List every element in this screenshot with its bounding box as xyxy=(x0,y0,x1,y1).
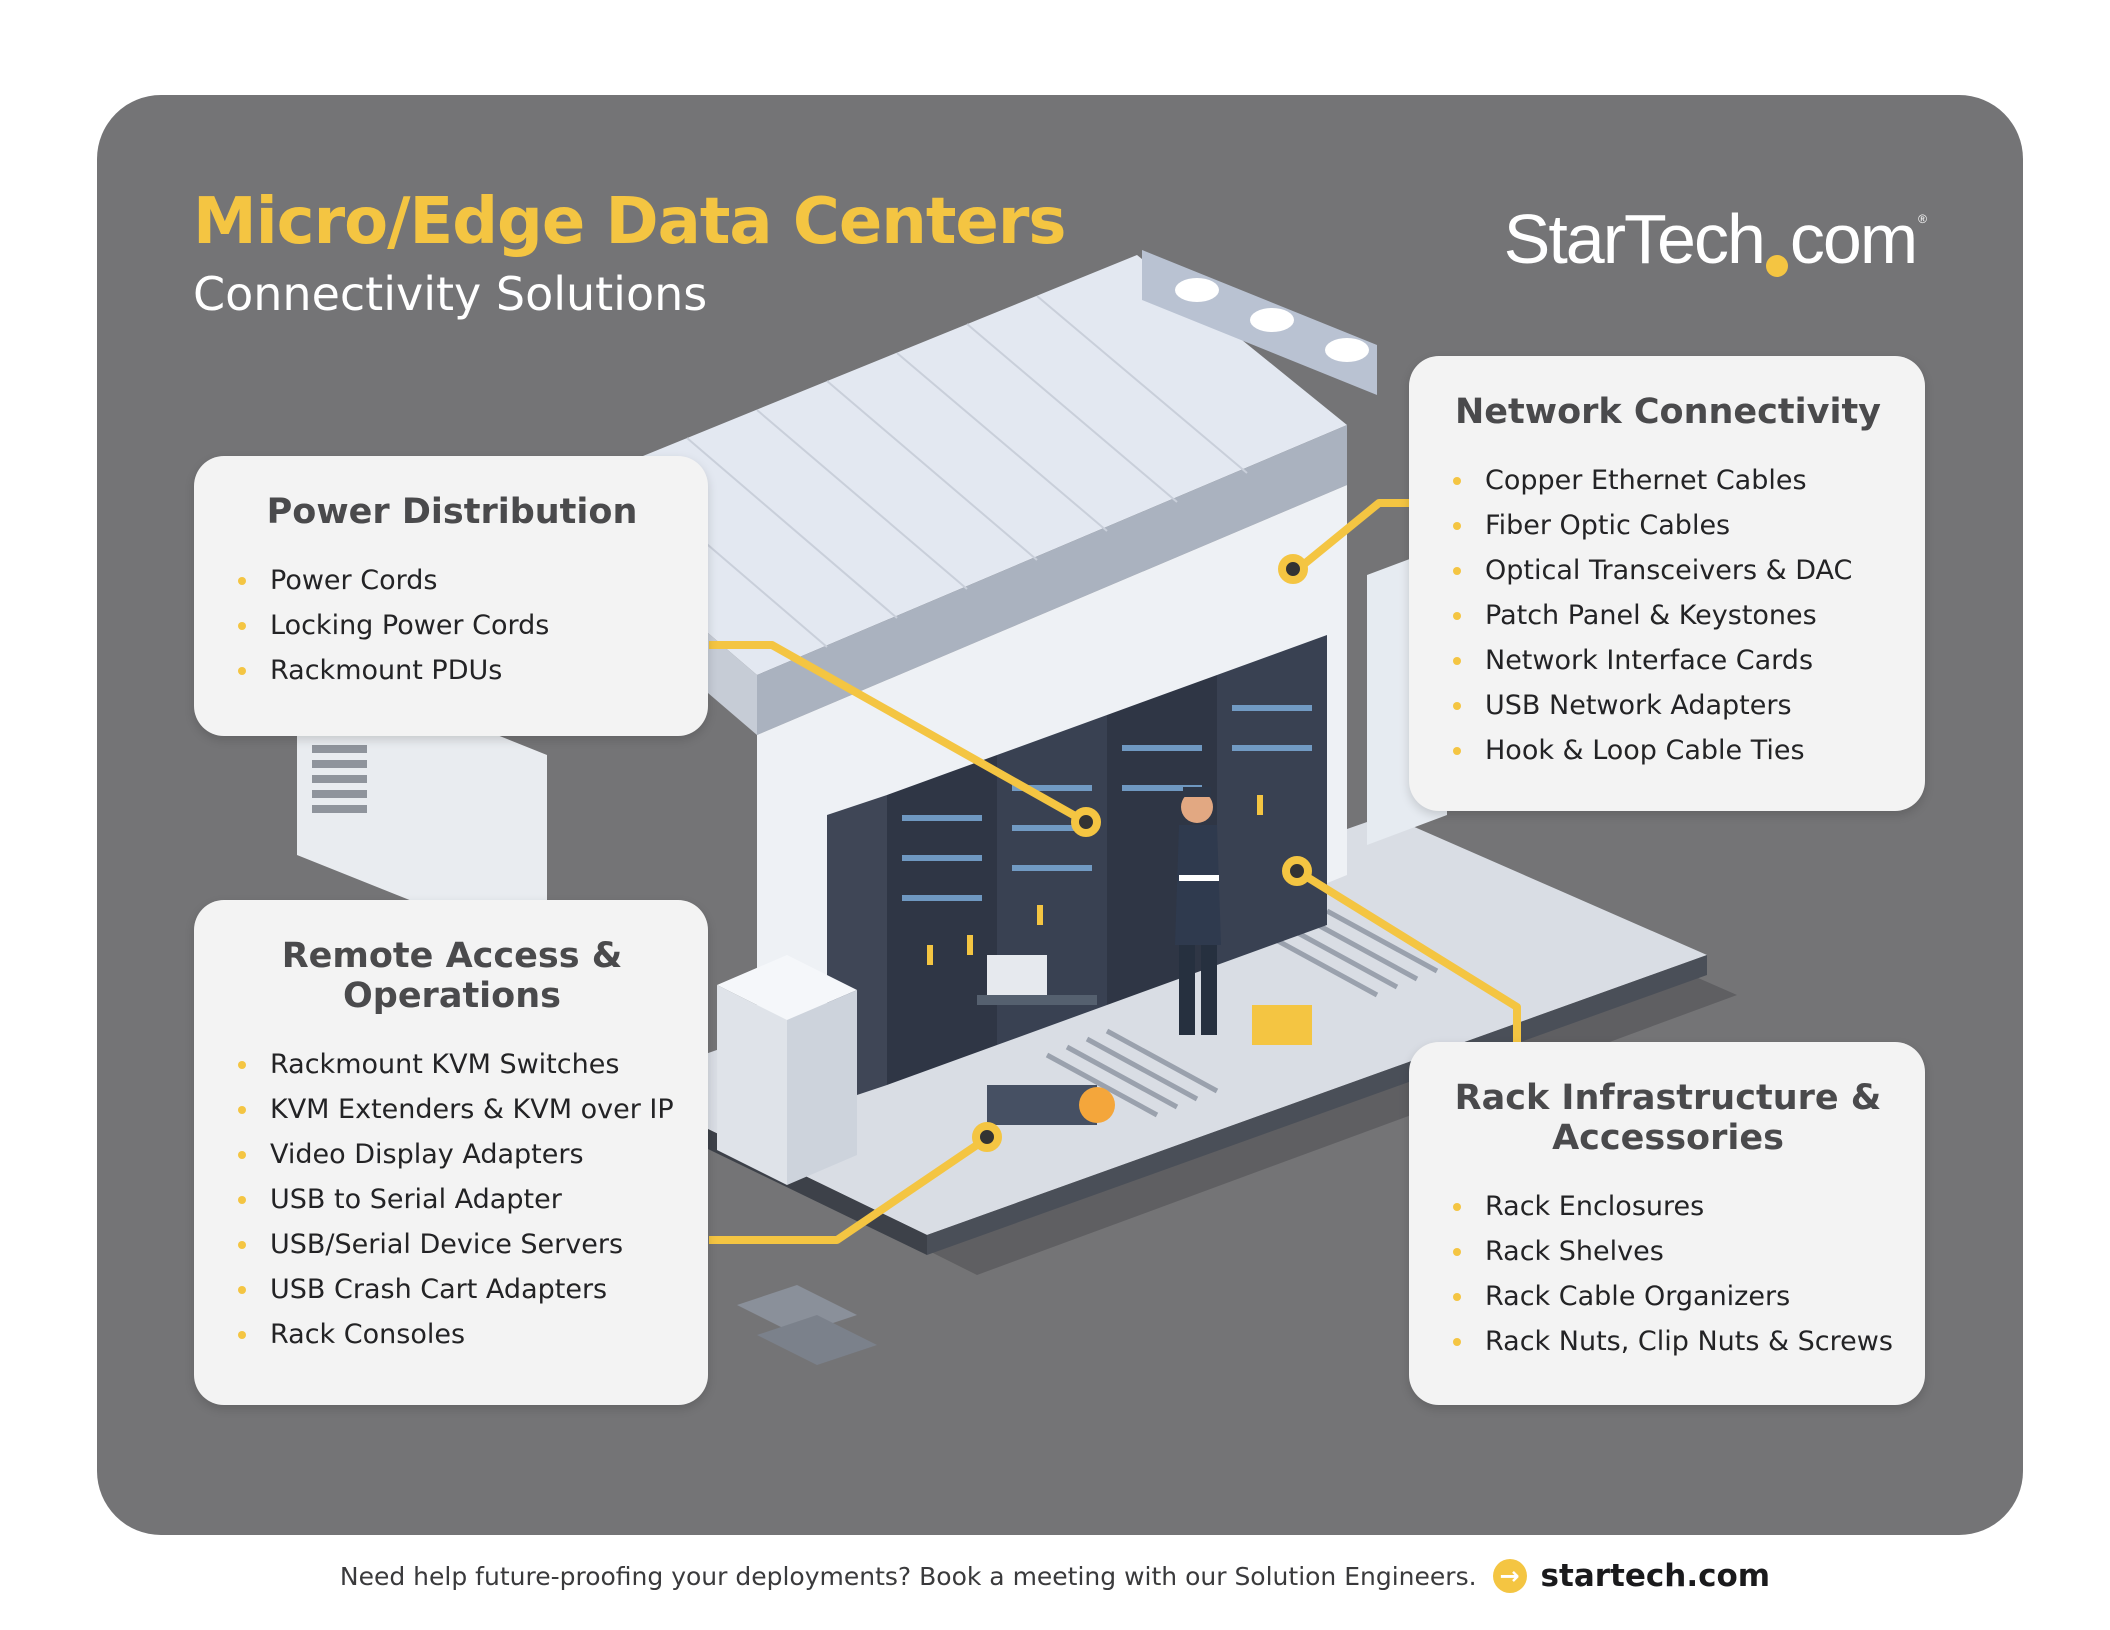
toolbox xyxy=(1252,1005,1312,1045)
technician-figure xyxy=(1175,787,1221,1035)
list-item: Rackmount KVM Switches xyxy=(236,1042,668,1087)
entry-steps xyxy=(737,1285,877,1365)
roof-fans xyxy=(1142,250,1377,395)
remote-access-box: Remote Access & Operations Rackmount KVM… xyxy=(194,900,708,1405)
list-item: Optical Transceivers & DAC xyxy=(1451,548,1885,593)
logo-text-right: com xyxy=(1789,200,1918,278)
list-item: Locking Power Cords xyxy=(236,603,668,648)
logo-text-left: StarTech xyxy=(1503,200,1766,278)
arrow-right-icon[interactable]: → xyxy=(1492,1559,1527,1593)
rack-infrastructure-list: Rack Enclosures Rack Shelves Rack Cable … xyxy=(1451,1184,1893,1364)
equipment-cart xyxy=(977,955,1115,1125)
remote-access-list: Rackmount KVM Switches KVM Extenders & K… xyxy=(236,1042,674,1357)
container-roof xyxy=(547,255,1347,675)
list-item: KVM Extenders & KVM over IP xyxy=(236,1087,674,1132)
rack-infrastructure-box: Rack Infrastructure & Accessories Rack E… xyxy=(1409,1042,1925,1405)
roof-panels xyxy=(616,295,1248,648)
list-item: Power Cords xyxy=(236,558,668,603)
list-item: USB to Serial Adapter xyxy=(236,1177,668,1222)
callout-lines xyxy=(709,499,1521,1244)
list-item: Rack Cable Organizers xyxy=(1451,1274,1885,1319)
footer-message: Need help future-proofing your deploymen… xyxy=(339,1561,1477,1591)
power-distribution-list: Power Cords Locking Power Cords Rackmoun… xyxy=(236,558,668,693)
power-distribution-box: Power Distribution Power Cords Locking P… xyxy=(194,456,708,736)
list-item: Fiber Optic Cables xyxy=(1451,503,1885,548)
footer-cta: Need help future-proofing your deploymen… xyxy=(0,1558,2110,1594)
callout-dots xyxy=(972,554,1312,1152)
startech-link[interactable]: startech.com xyxy=(1540,1558,1771,1594)
floor-grates xyxy=(1045,908,1439,1118)
rack-infrastructure-title: Rack Infrastructure & Accessories xyxy=(1454,1078,1882,1158)
list-item: Video Display Adapters xyxy=(236,1132,668,1177)
page-subtitle: Connectivity Solutions xyxy=(193,267,708,321)
floor-edge-right xyxy=(927,955,1707,1255)
cooling-units xyxy=(717,545,1447,1185)
list-item: Rack Enclosures xyxy=(1451,1184,1885,1229)
remote-access-title: Remote Access & Operations xyxy=(281,936,623,1016)
logo-dot-icon xyxy=(1765,255,1788,277)
list-item: Network Interface Cards xyxy=(1451,638,1885,683)
startech-logo: StarTech com ® xyxy=(1503,199,1927,279)
logo-registered-mark: ® xyxy=(1918,212,1927,226)
wall-vent xyxy=(312,745,367,813)
network-connectivity-box: Network Connectivity Copper Ethernet Cab… xyxy=(1409,356,1925,811)
network-connectivity-title: Network Connectivity xyxy=(1455,392,1881,432)
roof-front-edge xyxy=(757,425,1347,735)
list-item: USB Crash Cart Adapters xyxy=(236,1267,668,1312)
network-connectivity-list: Copper Ethernet Cables Fiber Optic Cable… xyxy=(1451,458,1885,773)
list-item: Copper Ethernet Cables xyxy=(1451,458,1885,503)
list-item: Rack Consoles xyxy=(236,1312,668,1357)
list-item: Hook & Loop Cable Ties xyxy=(1451,728,1885,773)
list-item: USB Network Adapters xyxy=(1451,683,1885,728)
floor-platform xyxy=(617,815,1707,1235)
list-item: USB/Serial Device Servers xyxy=(236,1222,668,1267)
list-item: Rackmount PDUs xyxy=(236,648,668,693)
list-item: Patch Panel & Keystones xyxy=(1451,593,1885,638)
infographic-card: Micro/Edge Data Centers Connectivity Sol… xyxy=(97,95,2023,1535)
list-item: Rack Shelves xyxy=(1451,1229,1885,1274)
list-item: Rack Nuts, Clip Nuts & Screws xyxy=(1451,1319,1893,1364)
power-distribution-title: Power Distribution xyxy=(266,492,638,532)
page-title: Micro/Edge Data Centers xyxy=(193,185,1066,259)
